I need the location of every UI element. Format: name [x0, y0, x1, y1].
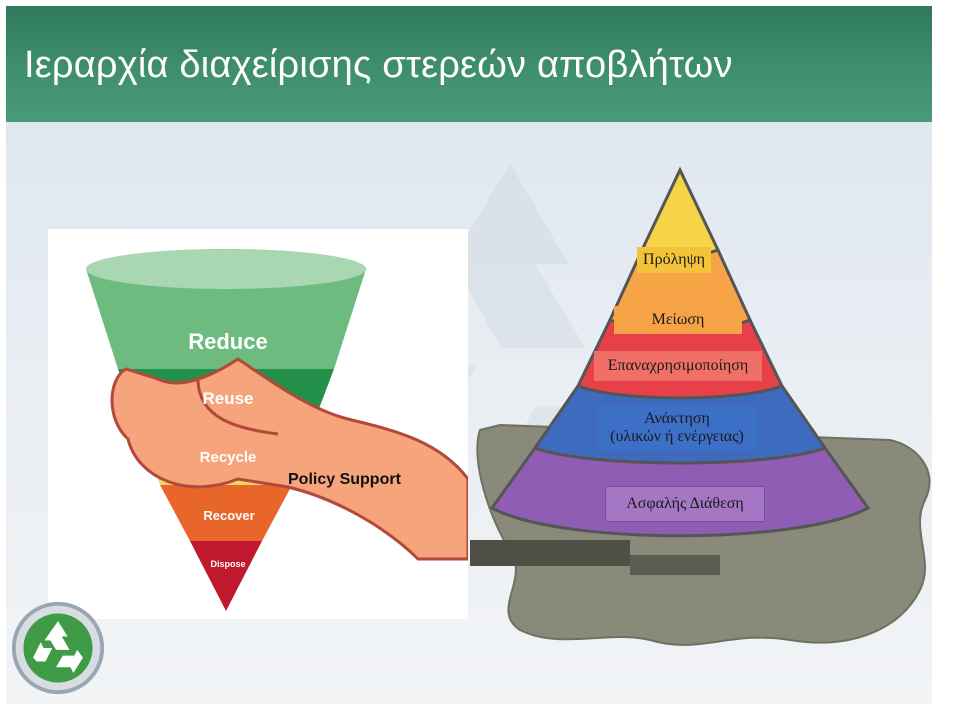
pyramid-level-safe-disposal: Ασφαλής Διάθεση [605, 486, 765, 522]
funnel-label-reuse: Reuse [202, 389, 254, 408]
funnel-label-recover: Recover [203, 508, 255, 523]
pyramid-level-prevention: Πρόληψη [637, 247, 711, 273]
pyramid-level-recovery: Ανάκτηση (υλικών ή ενέργειας) [597, 406, 757, 450]
funnel-image: Reduce Reuse Recycle Recover Dispose Pol… [48, 229, 470, 619]
policy-support-label: Policy Support [288, 471, 401, 488]
funnel-label-dispose: Dispose [210, 559, 246, 569]
funnel-graphic [86, 249, 470, 611]
recycle-logo-icon [11, 601, 105, 695]
funnel-label-reduce: Reduce [188, 329, 268, 354]
funnel-label-recycle: Recycle [199, 449, 257, 466]
pyramid-level-reuse: Επαναχρησιμοποίηση [594, 351, 762, 381]
title-bar: Ιεραρχία διαχείρισης στερεών αποβλήτων [6, 6, 932, 122]
pyramid-level-recovery-subtitle: (υλικών ή ενέργειας) [610, 428, 744, 445]
pyramid-level-reduction: Μείωση [614, 306, 742, 334]
slide-title: Ιεραρχία διαχείρισης στερεών αποβλήτων [24, 44, 733, 86]
pyramid-level-recovery-title: Ανάκτηση [644, 410, 710, 427]
